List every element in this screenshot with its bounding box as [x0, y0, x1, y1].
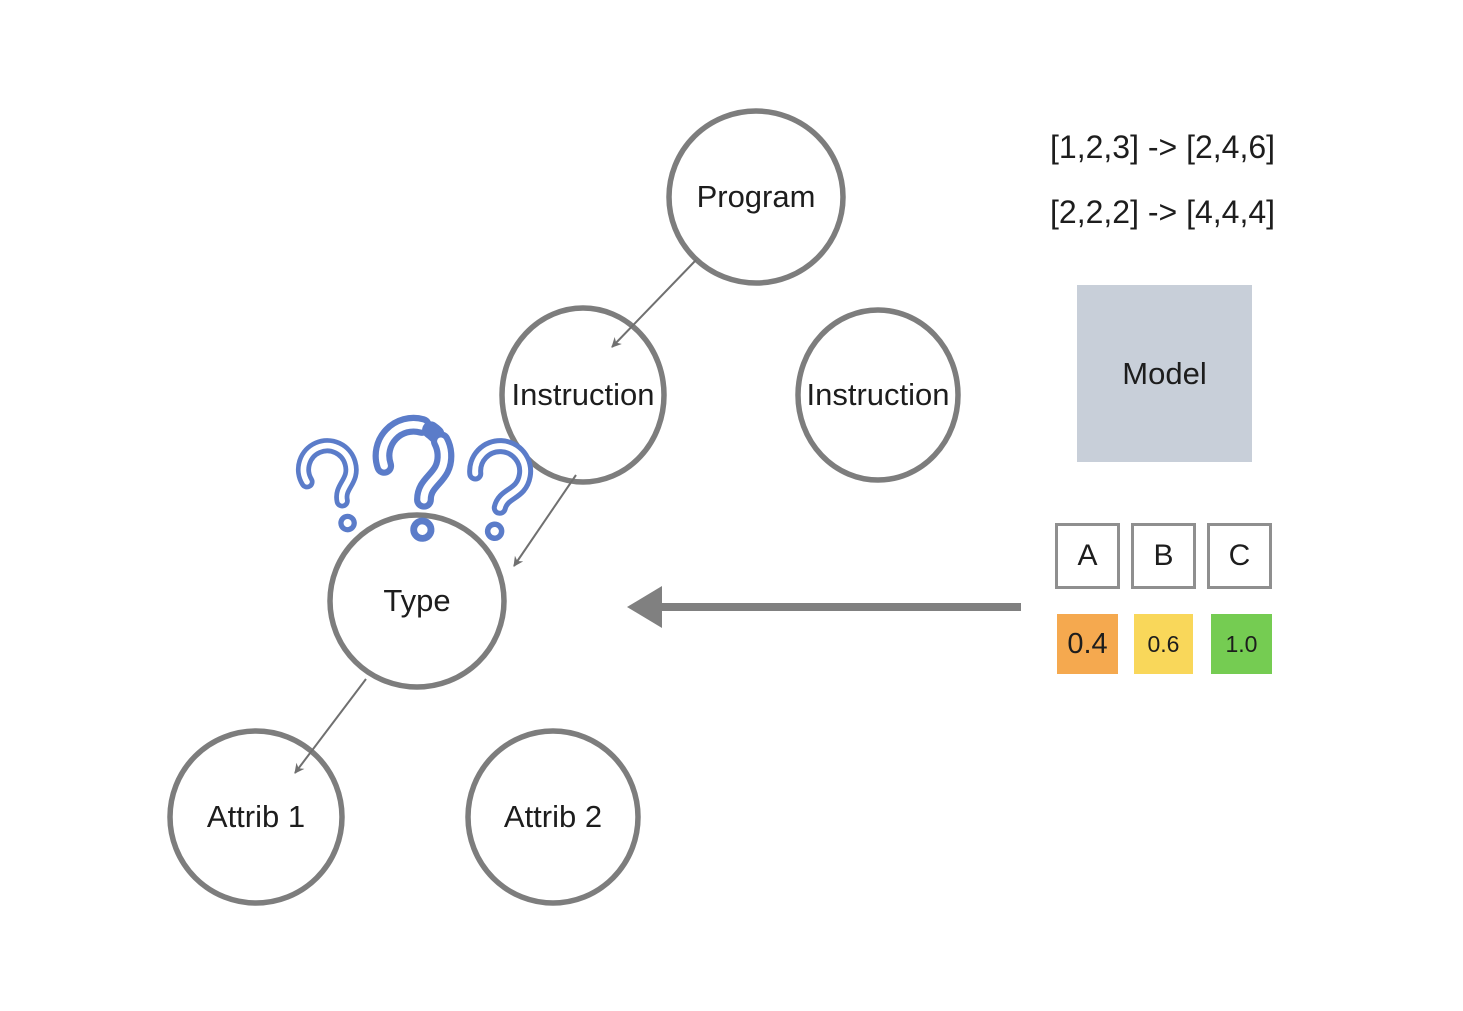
io-example-2: [2,2,2] -> [4,4,4] [1050, 194, 1276, 230]
question-mark-icon [372, 414, 455, 542]
instruction-left-node [499, 305, 667, 485]
program-node [666, 108, 846, 286]
score-box-a: 0.4 [1057, 614, 1118, 674]
question-marks-icon [295, 414, 534, 542]
edge-program-to-instruction [611, 259, 697, 348]
score-b-value: 0.6 [1147, 630, 1180, 657]
option-box-a: A [1055, 523, 1120, 589]
score-box-b: 0.6 [1134, 614, 1193, 674]
question-mark-icon [467, 438, 534, 541]
option-b-label: B [1153, 539, 1174, 572]
model-box: Model [1077, 285, 1252, 462]
edge-type-to-attrib-1 [294, 678, 367, 774]
type-node [327, 512, 507, 690]
model-box-label: Model [1122, 355, 1207, 391]
option-a-label: A [1077, 539, 1098, 572]
attrib-1-node [167, 728, 345, 906]
big-left-arrow [627, 586, 1021, 628]
io-example-1: [1,2,3] -> [2,4,6] [1050, 129, 1276, 165]
score-c-value: 1.0 [1225, 630, 1258, 657]
option-box-b: B [1131, 523, 1196, 589]
question-mark-icon [295, 438, 359, 533]
instruction-right-node [795, 307, 961, 483]
option-c-label: C [1228, 539, 1251, 572]
edge-instruction-to-type [513, 474, 577, 567]
attrib-2-node [465, 728, 641, 906]
io-examples: [1,2,3] -> [2,4,6] [2,2,2] -> [4,4,4] [1050, 126, 1275, 233]
option-box-c: C [1207, 523, 1272, 589]
score-box-c: 1.0 [1211, 614, 1272, 674]
score-a-value: 0.4 [1067, 627, 1108, 660]
